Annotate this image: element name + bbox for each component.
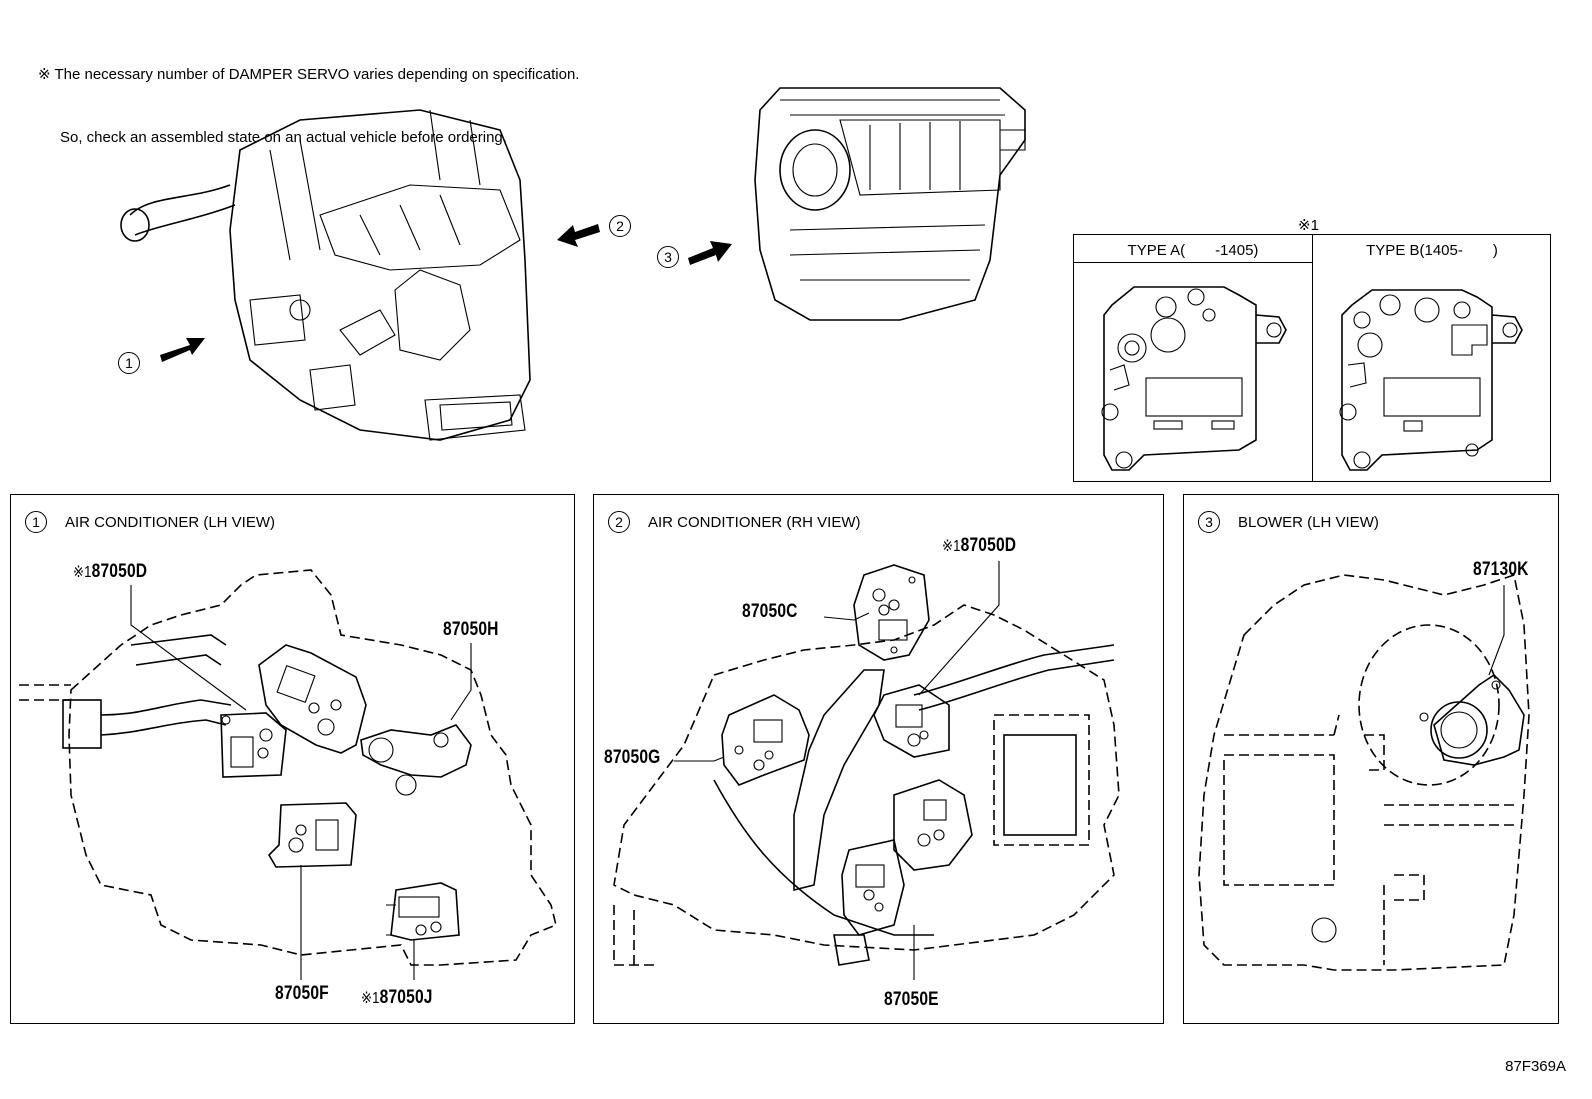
panel-1-number: 1: [25, 511, 47, 533]
panel-1-title: AIR CONDITIONER (LH VIEW): [65, 513, 276, 531]
panel-2-part-87050G[interactable]: 87050G: [604, 747, 661, 768]
panel-3-number: 3: [1198, 511, 1220, 533]
header-note: ※ The necessary number of DAMPER SERVO v…: [38, 22, 579, 169]
type-table: TYPE A( -1405) TYPE B(1405- ): [1073, 234, 1551, 482]
type-b-column: TYPE B(1405- ): [1312, 235, 1552, 481]
view-arrow-2: [557, 224, 600, 247]
hvac-assembly-right-illustration: [754, 87, 1026, 321]
panel-3-part-87130K[interactable]: 87130K: [1473, 559, 1529, 580]
panel-2-title: AIR CONDITIONER (RH VIEW): [648, 513, 861, 531]
view-arrow-3: [688, 241, 732, 265]
panel-1-part-87050J[interactable]: ※187050J: [361, 987, 433, 1008]
type-divider: [1074, 262, 1312, 263]
panel-3-title: BLOWER (LH VIEW): [1238, 513, 1379, 531]
panel-1-part-87050H[interactable]: 87050H: [443, 619, 499, 640]
panel-3-header: 3 BLOWER (LH VIEW): [1198, 511, 1379, 533]
panel-blower-view: 3 BLOWER (LH VIEW) 87130K: [1183, 494, 1559, 1024]
type-footnote-mark: ※1: [1298, 217, 1319, 234]
header-note-line1: ※ The necessary number of DAMPER SERVO v…: [38, 66, 580, 83]
view-arrow-1: [160, 338, 205, 362]
view-marker-1: 1: [118, 352, 140, 374]
type-a-servo-illustration: [1101, 286, 1287, 471]
panel-2-number: 2: [608, 511, 630, 533]
drawing-reference: 87F369A: [1505, 1058, 1566, 1075]
panel-2-drawing: [613, 561, 1120, 980]
panel-2-part-87050C[interactable]: 87050C: [742, 601, 798, 622]
type-b-servo-illustration: [1339, 289, 1523, 471]
type-a-label: TYPE A( -1405): [1127, 242, 1259, 259]
view-marker-3: 3: [657, 246, 679, 268]
view-marker-2: 2: [609, 215, 631, 237]
panel-2-part-87050E[interactable]: 87050E: [884, 989, 939, 1010]
panel-2-header: 2 AIR CONDITIONER (RH VIEW): [608, 511, 861, 533]
panel-1-part-87050D[interactable]: ※187050D: [73, 561, 148, 582]
panel-1-drawing: [19, 569, 557, 980]
panel-1-header: 1 AIR CONDITIONER (LH VIEW): [25, 511, 275, 533]
type-b-label: TYPE B(1405- ): [1366, 242, 1498, 259]
panel-lh-view: 1 AIR CONDITIONER (LH VIEW): [10, 494, 575, 1024]
header-note-line2: So, check an assembled state on an actua…: [60, 129, 507, 146]
hvac-assembly-left-illustration: [120, 109, 531, 441]
panel-1-part-87050F[interactable]: 87050F: [275, 983, 329, 1004]
panel-2-part-87050D[interactable]: ※187050D: [942, 535, 1017, 556]
panel-rh-view: 2 AIR CONDITIONER (RH VIEW): [593, 494, 1164, 1024]
panel-3-drawing: [1198, 573, 1530, 971]
type-a-column: TYPE A( -1405): [1074, 235, 1313, 481]
